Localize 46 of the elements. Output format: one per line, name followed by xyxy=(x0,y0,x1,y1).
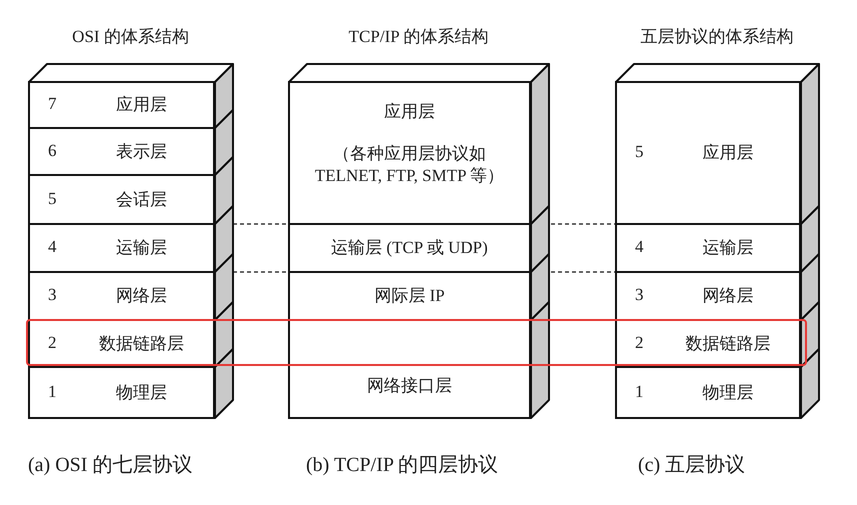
layer-box xyxy=(288,319,531,419)
layer-name: 应用层 xyxy=(383,101,436,123)
layer-number: 2 xyxy=(48,332,56,352)
layer-number: 6 xyxy=(48,140,56,160)
layer-name: 网络层 xyxy=(115,285,168,307)
layer-box xyxy=(288,223,531,273)
figure-caption: (b) TCP/IP 的四层协议 xyxy=(306,453,498,478)
layer-name: 数据链路层 xyxy=(98,332,185,354)
layer-number: 4 xyxy=(48,237,56,257)
stack-title: 五层协议的体系结构 xyxy=(640,26,794,48)
layer-name: 物理层 xyxy=(115,382,168,404)
layer-number: 3 xyxy=(635,285,644,305)
layer-name: 网际层 IP xyxy=(373,285,446,307)
layer-name: 运输层 (TCP 或 UDP) xyxy=(330,237,489,259)
layer-name: 运输层 xyxy=(115,237,168,259)
stack-title: TCP/IP 的体系结构 xyxy=(348,26,490,48)
layer-name: 网络层 xyxy=(702,285,754,307)
layer-name: 数据链路层 xyxy=(684,332,772,354)
layer-name: 会话层 xyxy=(115,188,168,210)
layer-number: 4 xyxy=(635,237,644,257)
layer-name: 物理层 xyxy=(702,382,754,404)
layer-name: 应用层 xyxy=(702,142,754,164)
layer-box xyxy=(28,127,215,176)
layer-number: 5 xyxy=(48,188,56,208)
layer-number: 3 xyxy=(48,285,56,305)
layer-number: 7 xyxy=(48,94,56,114)
layer-box xyxy=(615,366,801,419)
figure-caption: (a) OSI 的七层协议 xyxy=(28,453,192,478)
layer-box xyxy=(28,174,215,225)
layer-number: 1 xyxy=(48,382,56,402)
layer-box xyxy=(615,271,801,321)
layer-box xyxy=(28,223,215,273)
layer-box xyxy=(288,271,531,321)
figure-caption: (c) 五层协议 xyxy=(638,453,746,478)
layer-number: 1 xyxy=(635,382,644,402)
layer-name: 运输层 xyxy=(702,237,754,259)
layer-box xyxy=(615,223,801,273)
layer-name: 表示层 xyxy=(115,140,168,162)
layer-box xyxy=(28,271,215,321)
layer-description: （各种应用层协议如 TELNET, FTP, SMTP 等） xyxy=(314,143,506,187)
layer-number: 2 xyxy=(635,332,644,352)
layer-number: 5 xyxy=(635,142,644,162)
stack-title: OSI 的体系结构 xyxy=(71,26,190,48)
layer-name: 应用层 xyxy=(115,94,168,116)
layer-name: 网络接口层 xyxy=(366,375,453,397)
layer-box xyxy=(28,366,215,419)
